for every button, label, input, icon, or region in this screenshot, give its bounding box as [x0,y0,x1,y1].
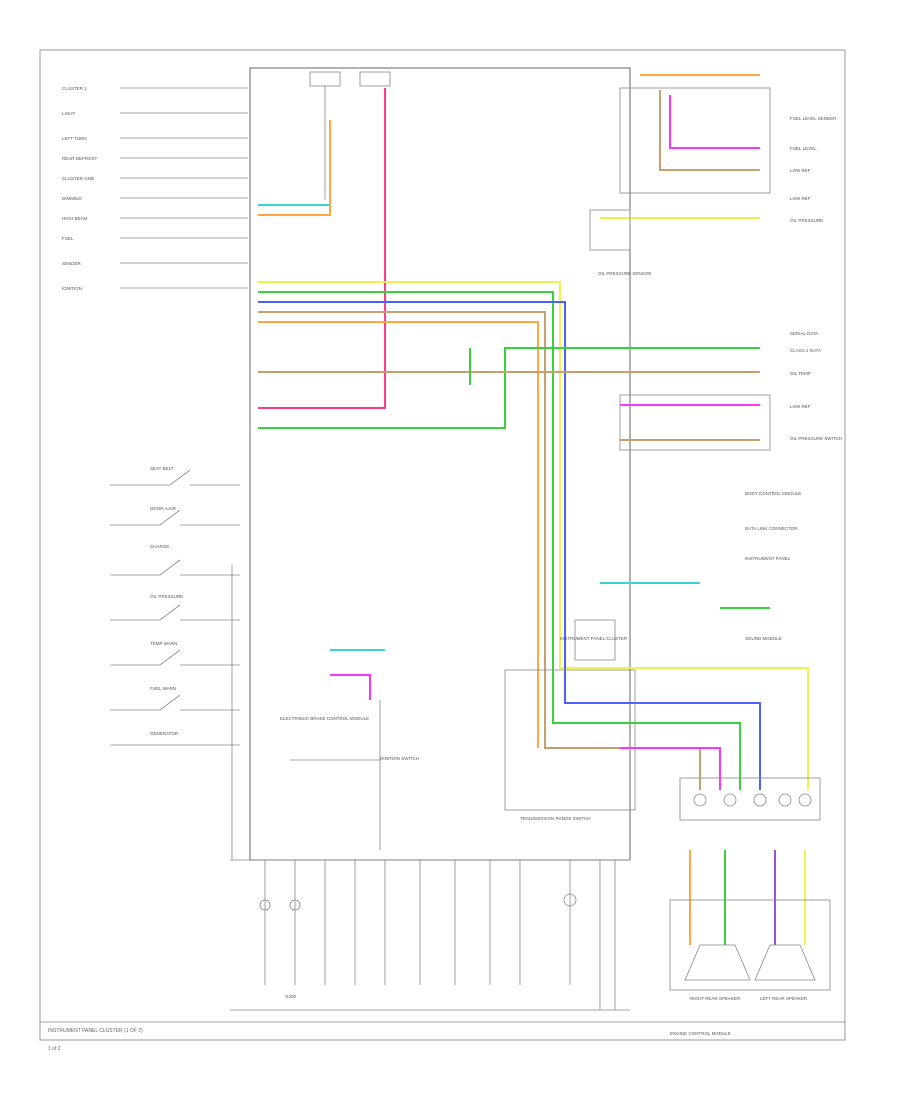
switch-symbol [110,694,240,711]
left-item-label: IGNITION [62,286,82,291]
ground-label: G200 [285,994,297,999]
switch-label: SEAT BELT [150,466,174,471]
mid-module-box [504,669,636,811]
blue-wire [258,301,761,790]
colored-wires [258,74,809,945]
switch-label: FUEL WARN [150,686,176,691]
left-item-label: SENDER [62,261,82,266]
speaker-icon [754,944,816,981]
connector-pin [798,793,812,807]
speaker-label: ENGINE CONTROL MODULE [670,1031,731,1036]
middle-component-block: ELECTRONIC BRAKE CONTROL MODULE IGNITION… [280,619,636,850]
switch-label: OIL PRESSURE [150,594,183,599]
switch-symbol [110,469,240,486]
top-connector [309,71,341,87]
speaker-label: RIGHT REAR SPEAKER [690,996,741,1001]
left-item-label: CLUSTER 1 [62,86,87,91]
left-switch-column: SEAT BELT DOOR AJAR CHARGE OIL PRESSURE … [110,466,240,860]
right-label: CLASS 2 DATA [790,348,821,353]
pink-fuel-wire [669,95,760,149]
right-label: OIL PRESSURE SENSOR [598,271,652,276]
switch-symbol [110,559,240,576]
left-item-leads [120,87,248,289]
left-item-label: DIMMING [62,196,82,201]
connector-pin [723,793,737,807]
oil-sensor-box [589,209,631,251]
right-label: LOW REF [790,168,811,173]
cluster-indicator-row: G200 [230,860,630,1011]
fuel-sender-block: FUEL LEVEL SENDER FUEL LEVEL LOW REF LOW… [589,87,842,451]
right-label: SERIAL DATA [790,331,818,336]
switch-label: GENERATOR [150,731,179,736]
connector-pin [693,793,707,807]
page-number: 1 of 2 [48,1046,61,1052]
left-item-label: FUEL [62,236,74,241]
right-label: LOW REF [790,404,811,409]
switch-label: CHARGE [150,544,169,549]
orange-wire [258,120,331,216]
right-label: OIL TEMP [790,371,811,376]
right-module-list: BODY CONTROL MODULE DATA LINK CONNECTOR … [745,491,801,641]
sound-module-connector [679,777,821,821]
right-label: FUEL LEVEL SENDER [790,116,837,121]
switch-label: TEMP WARN [150,641,177,646]
connector-pin [753,793,767,807]
magenta-mid-wire [330,674,371,700]
top-connector [359,71,391,87]
indicator-lamp [289,899,301,911]
top-connector-block [309,71,391,200]
left-item-label: REAR DEFROST [62,156,98,161]
pink-wire [258,88,386,409]
magenta-lower-wire [620,747,721,790]
diagram-caption: INSTRUMENT PANEL CLUSTER (1 OF 2) [48,1028,143,1034]
tan-wire [258,311,701,790]
right-label: FUEL LEVEL [790,146,817,151]
indicator-lamp [259,899,271,911]
right-module-label: INSTRUMENT PANEL [745,556,791,561]
oil-switch-box [619,394,771,451]
yellow-wire [258,281,809,790]
orange-wire-lower [258,321,539,748]
connector-pin [778,793,792,807]
mid-label: ELECTRONIC BRAKE CONTROL MODULE [280,716,369,721]
switch-symbol [110,509,240,526]
sound-module-box [574,619,616,661]
speaker-icon [684,944,751,981]
right-module-label: BODY CONTROL MODULE [745,491,801,496]
diagram-border [39,49,846,1041]
right-module-label: DATA LINK CONNECTOR [745,526,798,531]
left-item-label: HIGH BEAM [62,216,88,221]
left-item-label: LIGHT [62,111,76,116]
left-item-label: LEFT TURN [62,136,87,141]
green-data-wire [258,347,760,429]
right-label: LOW REF [790,196,811,201]
switch-symbol [110,649,240,666]
mid-label: IGNITION SWITCH [380,756,419,761]
right-module-label: SOUND MODULE [745,636,782,641]
cluster-block-outline [249,67,631,861]
speaker-enclosure [669,899,831,991]
indicator-lamp [563,893,577,907]
mid-label: TRANSMISSION RANGE SWITCH [520,816,591,821]
switch-symbol [110,604,240,621]
mid-label: INSTRUMENT PANEL CLUSTER [560,636,628,641]
left-item-list: CLUSTER 1 LIGHT LEFT TURN REAR DEFROST C… [62,86,98,291]
left-item-label: CLUSTER GND [62,176,95,181]
right-label: OIL PRESSURE [790,218,823,223]
green-wire [258,291,741,790]
speaker-block: RIGHT REAR SPEAKER LEFT REAR SPEAKER ENG… [669,777,831,1036]
tan-sender-wire [659,90,760,171]
fuel-sender-box [619,87,771,194]
right-label: OIL PRESSURE SWITCH [790,436,842,441]
switch-label: DOOR AJAR [150,506,177,511]
speaker-label: LEFT REAR SPEAKER [760,996,808,1001]
